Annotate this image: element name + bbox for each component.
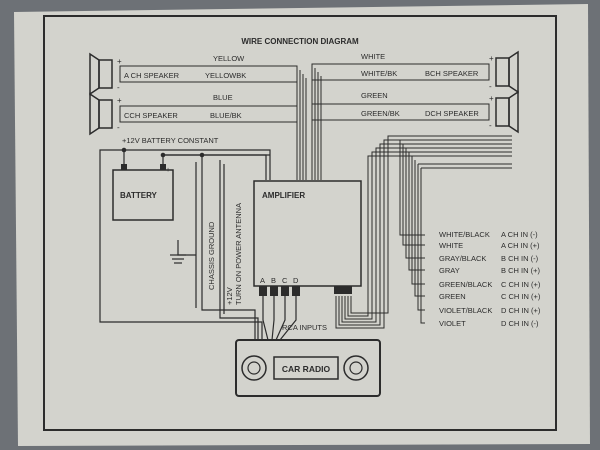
speaker-a: A CH SPEAKER YELLOWBK YELLOW + -: [89, 52, 298, 96]
wire-label-neg: YELLOWBK: [205, 71, 246, 80]
input-wire-channel: D CH IN (+): [501, 306, 541, 315]
car-radio-label: CAR RADIO: [282, 364, 331, 374]
turn-on-label: TURN ON POWER ANTENNA: [234, 203, 243, 305]
wire-label-pos: BLUE: [213, 93, 233, 102]
diagram-title: WIRE CONNECTION DIAGRAM: [241, 37, 359, 46]
wire-label-neg: WHITE/BK: [361, 69, 397, 78]
rca-jack-icon: [259, 286, 267, 296]
speaker-cone-icon: [508, 90, 519, 134]
svg-text:+: +: [117, 57, 122, 66]
amplifier: AMPLIFIER A B C D: [253, 180, 362, 296]
input-wire-color: GRAY: [439, 266, 460, 275]
amp-input-a: A: [260, 276, 265, 285]
wire-label-pos: GREEN: [361, 91, 388, 100]
input-wire-color: WHITE: [439, 241, 463, 250]
speaker-icon: [495, 97, 510, 127]
svg-text:-: -: [489, 82, 492, 91]
chassis-ground-label: CHASSIS GROUND: [207, 221, 216, 290]
svg-text:+: +: [166, 167, 170, 174]
input-wire-channel: B CH IN (+): [501, 266, 540, 275]
wire-label-neg: BLUE/BK: [210, 111, 242, 120]
battery-icon: [112, 169, 174, 221]
wire-label-pos: WHITE: [361, 52, 385, 61]
svg-text:-: -: [117, 83, 120, 92]
speaker-icon: [495, 57, 510, 87]
svg-text:+: +: [117, 96, 122, 105]
input-harness: [399, 139, 512, 324]
input-wire-channel: A CH IN (-): [501, 230, 538, 239]
rca-jack-icon: [270, 286, 278, 296]
turn-on-voltage-label: +12V: [225, 287, 234, 305]
input-wire-color: GREEN: [439, 292, 466, 301]
amplifier-label: AMPLIFIER: [262, 191, 305, 200]
input-wire-color: VIOLET: [439, 319, 466, 328]
battery-label: BATTERY: [120, 191, 158, 200]
amp-input-c: C: [282, 276, 288, 285]
svg-text:-: -: [117, 123, 120, 132]
battery: +12V BATTERY CONSTANT - + BATTERY: [112, 136, 219, 221]
amp-input-d: D: [293, 276, 299, 285]
radio-knob-icon: [343, 355, 369, 381]
speaker-label: DCH SPEAKER: [425, 109, 479, 118]
speaker-icon: [98, 99, 113, 129]
speaker-label: BCH SPEAKER: [425, 69, 479, 78]
input-wire-channel: C CH IN (+): [501, 292, 541, 301]
input-wire-list: WHITE/BLACK A CH IN (-) WHITE A CH IN (+…: [439, 230, 541, 328]
battery-wire-label: +12V BATTERY CONSTANT: [122, 136, 219, 145]
svg-text:-: -: [489, 121, 492, 130]
radio-knob-icon: [241, 355, 267, 381]
input-wire-color: GREEN/BLACK: [439, 280, 492, 289]
harness-connector-icon: [334, 286, 352, 294]
speaker-label: A CH SPEAKER: [124, 71, 180, 80]
car-radio-box: [235, 339, 381, 397]
amplifier-box: [253, 180, 362, 287]
input-wire-color: WHITE/BLACK: [439, 230, 490, 239]
car-radio: CAR RADIO: [235, 339, 381, 397]
ground-icon: [170, 254, 186, 264]
rca-jack-icon: [292, 286, 300, 296]
speaker-icon: [98, 59, 113, 89]
input-wire-channel: C CH IN (+): [501, 280, 541, 289]
rca-wires: [262, 296, 297, 341]
input-wire-channel: D CH IN (-): [501, 319, 539, 328]
radio-display: [273, 356, 339, 380]
power-wires: [99, 149, 271, 340]
speaker-c: CCH SPEAKER BLUE/BK BLUE + -: [89, 92, 298, 136]
diagram-frame: [43, 15, 557, 431]
rca-inputs-label: RCA INPUTS: [282, 323, 327, 332]
wire-label-pos: YELLOW: [213, 54, 245, 63]
svg-text:+: +: [489, 94, 494, 103]
input-wire-color: VIOLET/BLACK: [439, 306, 492, 315]
input-wire-channel: A CH IN (+): [501, 241, 540, 250]
speaker-label: CCH SPEAKER: [124, 111, 178, 120]
rca-jack-icon: [281, 286, 289, 296]
speaker-cone-icon: [89, 92, 100, 136]
wire-label-neg: GREEN/BK: [361, 109, 400, 118]
paper-sheet: [14, 4, 590, 446]
speaker-wire-bundle: [296, 64, 322, 180]
input-wire-channel: B CH IN (-): [501, 254, 539, 263]
speaker-d: DCH SPEAKER GREEN/BK GREEN + -: [311, 90, 519, 134]
svg-text:-: -: [115, 167, 118, 174]
input-wire-color: GRAY/BLACK: [439, 254, 486, 263]
amp-input-b: B: [271, 276, 276, 285]
svg-text:+: +: [489, 54, 494, 63]
